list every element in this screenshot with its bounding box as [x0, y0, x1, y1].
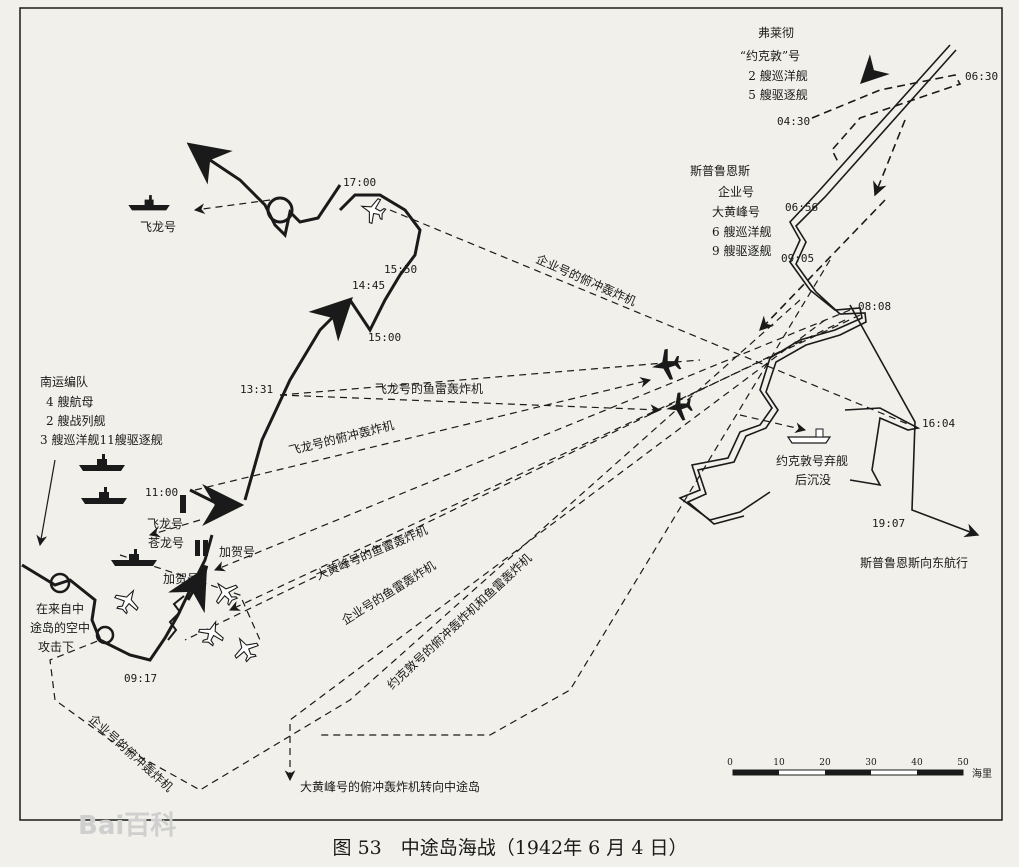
scale-tick: 40 [911, 758, 923, 768]
note-yorktown-sunk: 后沉没 [795, 472, 831, 487]
force-label: 4 艘航母 [46, 394, 93, 409]
scale-tick: 30 [865, 758, 877, 768]
carrier-marker [197, 564, 209, 584]
route-label-yorktown-bombers: 约克敦号的俯冲轰炸机和鱼雷轰炸机 [384, 550, 535, 692]
yorktown-ship-icon [786, 428, 832, 444]
watermark-text: Bai百科 [78, 811, 176, 841]
scale-tick: 50 [957, 758, 969, 768]
figure-caption: 图 53 中途岛海战（1942年 6 月 4 日） [333, 837, 688, 859]
japanese-fleet-track [21, 142, 422, 662]
time-label: 13:31 [240, 383, 273, 396]
map-notes: 在来自中 途岛的空中 攻击下 约克敦号弃舰 后沉没 斯普鲁恩斯向东航行 大黄峰号… [30, 453, 968, 794]
ship-label-kaga: 加贺号 [219, 545, 255, 559]
ship-icon [111, 549, 157, 566]
note-hornet-turn: 大黄峰号的俯冲轰炸机转向中途岛 [300, 779, 480, 794]
ship-icon [81, 487, 127, 504]
force-label: “约克敦”号 [740, 48, 800, 63]
air-strike-routes [49, 199, 911, 791]
aircraft-icon [207, 575, 244, 611]
force-label: 6 艘巡洋舰 [712, 224, 771, 239]
time-label: 15:00 [368, 331, 401, 344]
note-midway-attack: 在来自中 [36, 601, 84, 616]
carrier-marker [203, 540, 208, 556]
time-label: 16:04 [922, 417, 955, 430]
route-label-ent-dive-top: 企业号的俯冲轰炸机 [534, 251, 639, 309]
ship-label-soryu: 苍龙号 [148, 536, 184, 550]
time-label: 04:30 [777, 115, 810, 128]
scale-unit: 海里 [972, 767, 992, 780]
force-fletcher: 弗莱彻 “约克敦”号 2 艘巡洋舰 5 艘驱逐舰 [740, 26, 808, 102]
ship-label-hiryu: 飞龙号 [147, 517, 183, 531]
time-label: 06:56 [785, 201, 818, 214]
aircraft-icon [110, 583, 145, 618]
route-label-hiryu-dive: 飞龙号的俯冲轰炸机 [287, 417, 395, 458]
note-spruance-east: 斯普鲁恩斯向东航行 [860, 555, 968, 570]
note-midway-attack: 攻击下 [38, 640, 74, 654]
route-label-hiryu-torpedo: 飞龙号的鱼雷轰炸机 [375, 381, 483, 396]
us-carrier-tracks [678, 44, 980, 538]
time-label: 14:45 [352, 279, 385, 292]
force-label: 斯普鲁恩斯 [690, 164, 750, 178]
carrier-marker [180, 495, 186, 513]
aircraft-icon [357, 193, 389, 227]
scale-tick: 10 [773, 758, 785, 768]
time-label: 17:00 [343, 176, 376, 189]
ship-label-kaga-mid: 加贺号 [163, 572, 199, 586]
force-label: 大黄峰号 [712, 205, 760, 219]
force-label: 2 艘巡洋舰 [748, 68, 807, 83]
scale-tick: 20 [819, 758, 831, 768]
ship-labels: 飞龙号 飞龙号 苍龙号 加贺号 加贺号 [140, 220, 255, 586]
time-label: 09:17 [124, 672, 157, 685]
time-label: 15:50 [384, 263, 417, 276]
force-label: 3 艘巡洋舰11艘驱逐舰 [40, 432, 163, 447]
aircraft-icon [649, 347, 683, 383]
force-nagumo: 南运编队 4 艘航母 2 艘战列舰 3 艘巡洋舰11艘驱逐舰 [40, 374, 163, 447]
aircraft-icon [195, 617, 229, 649]
route-label-ent-dive-bottom: 企业号的俯冲轰炸机 [86, 711, 176, 794]
ship-symbols [79, 195, 832, 584]
scale-tick: 0 [727, 758, 733, 768]
note-yorktown-sunk: 约克敦号弃舰 [776, 453, 848, 468]
time-label: 09:05 [781, 252, 814, 265]
force-label: 5 艘驱逐舰 [748, 87, 807, 102]
time-label: 11:00 [145, 486, 178, 499]
ship-icon [79, 454, 125, 471]
map-frame [19, 7, 1003, 821]
carrier-marker [195, 540, 200, 556]
force-label: 弗莱彻 [758, 26, 794, 40]
force-label: 南运编队 [40, 374, 88, 389]
time-label: 19:07 [872, 517, 905, 530]
scale-bar: 0 10 20 30 40 50 海里 [727, 758, 992, 780]
force-label: 2 艘战列舰 [46, 413, 105, 428]
ship-icon [128, 195, 170, 211]
aircraft-icon [228, 631, 263, 666]
force-label: 9 艘驱逐舰 [712, 243, 771, 258]
time-labels: 04:30 06:30 06:56 09:05 08:08 16:04 19:0… [124, 70, 998, 685]
time-label: 08:08 [858, 300, 891, 313]
time-label: 06:30 [965, 70, 998, 83]
note-midway-attack: 途岛的空中 [30, 620, 90, 635]
ship-label-hiryu-far: 飞龙号 [140, 220, 176, 234]
force-spruance: 斯普鲁恩斯 企业号 大黄峰号 6 艘巡洋舰 9 艘驱逐舰 [690, 164, 771, 258]
force-label: 企业号 [718, 184, 754, 199]
